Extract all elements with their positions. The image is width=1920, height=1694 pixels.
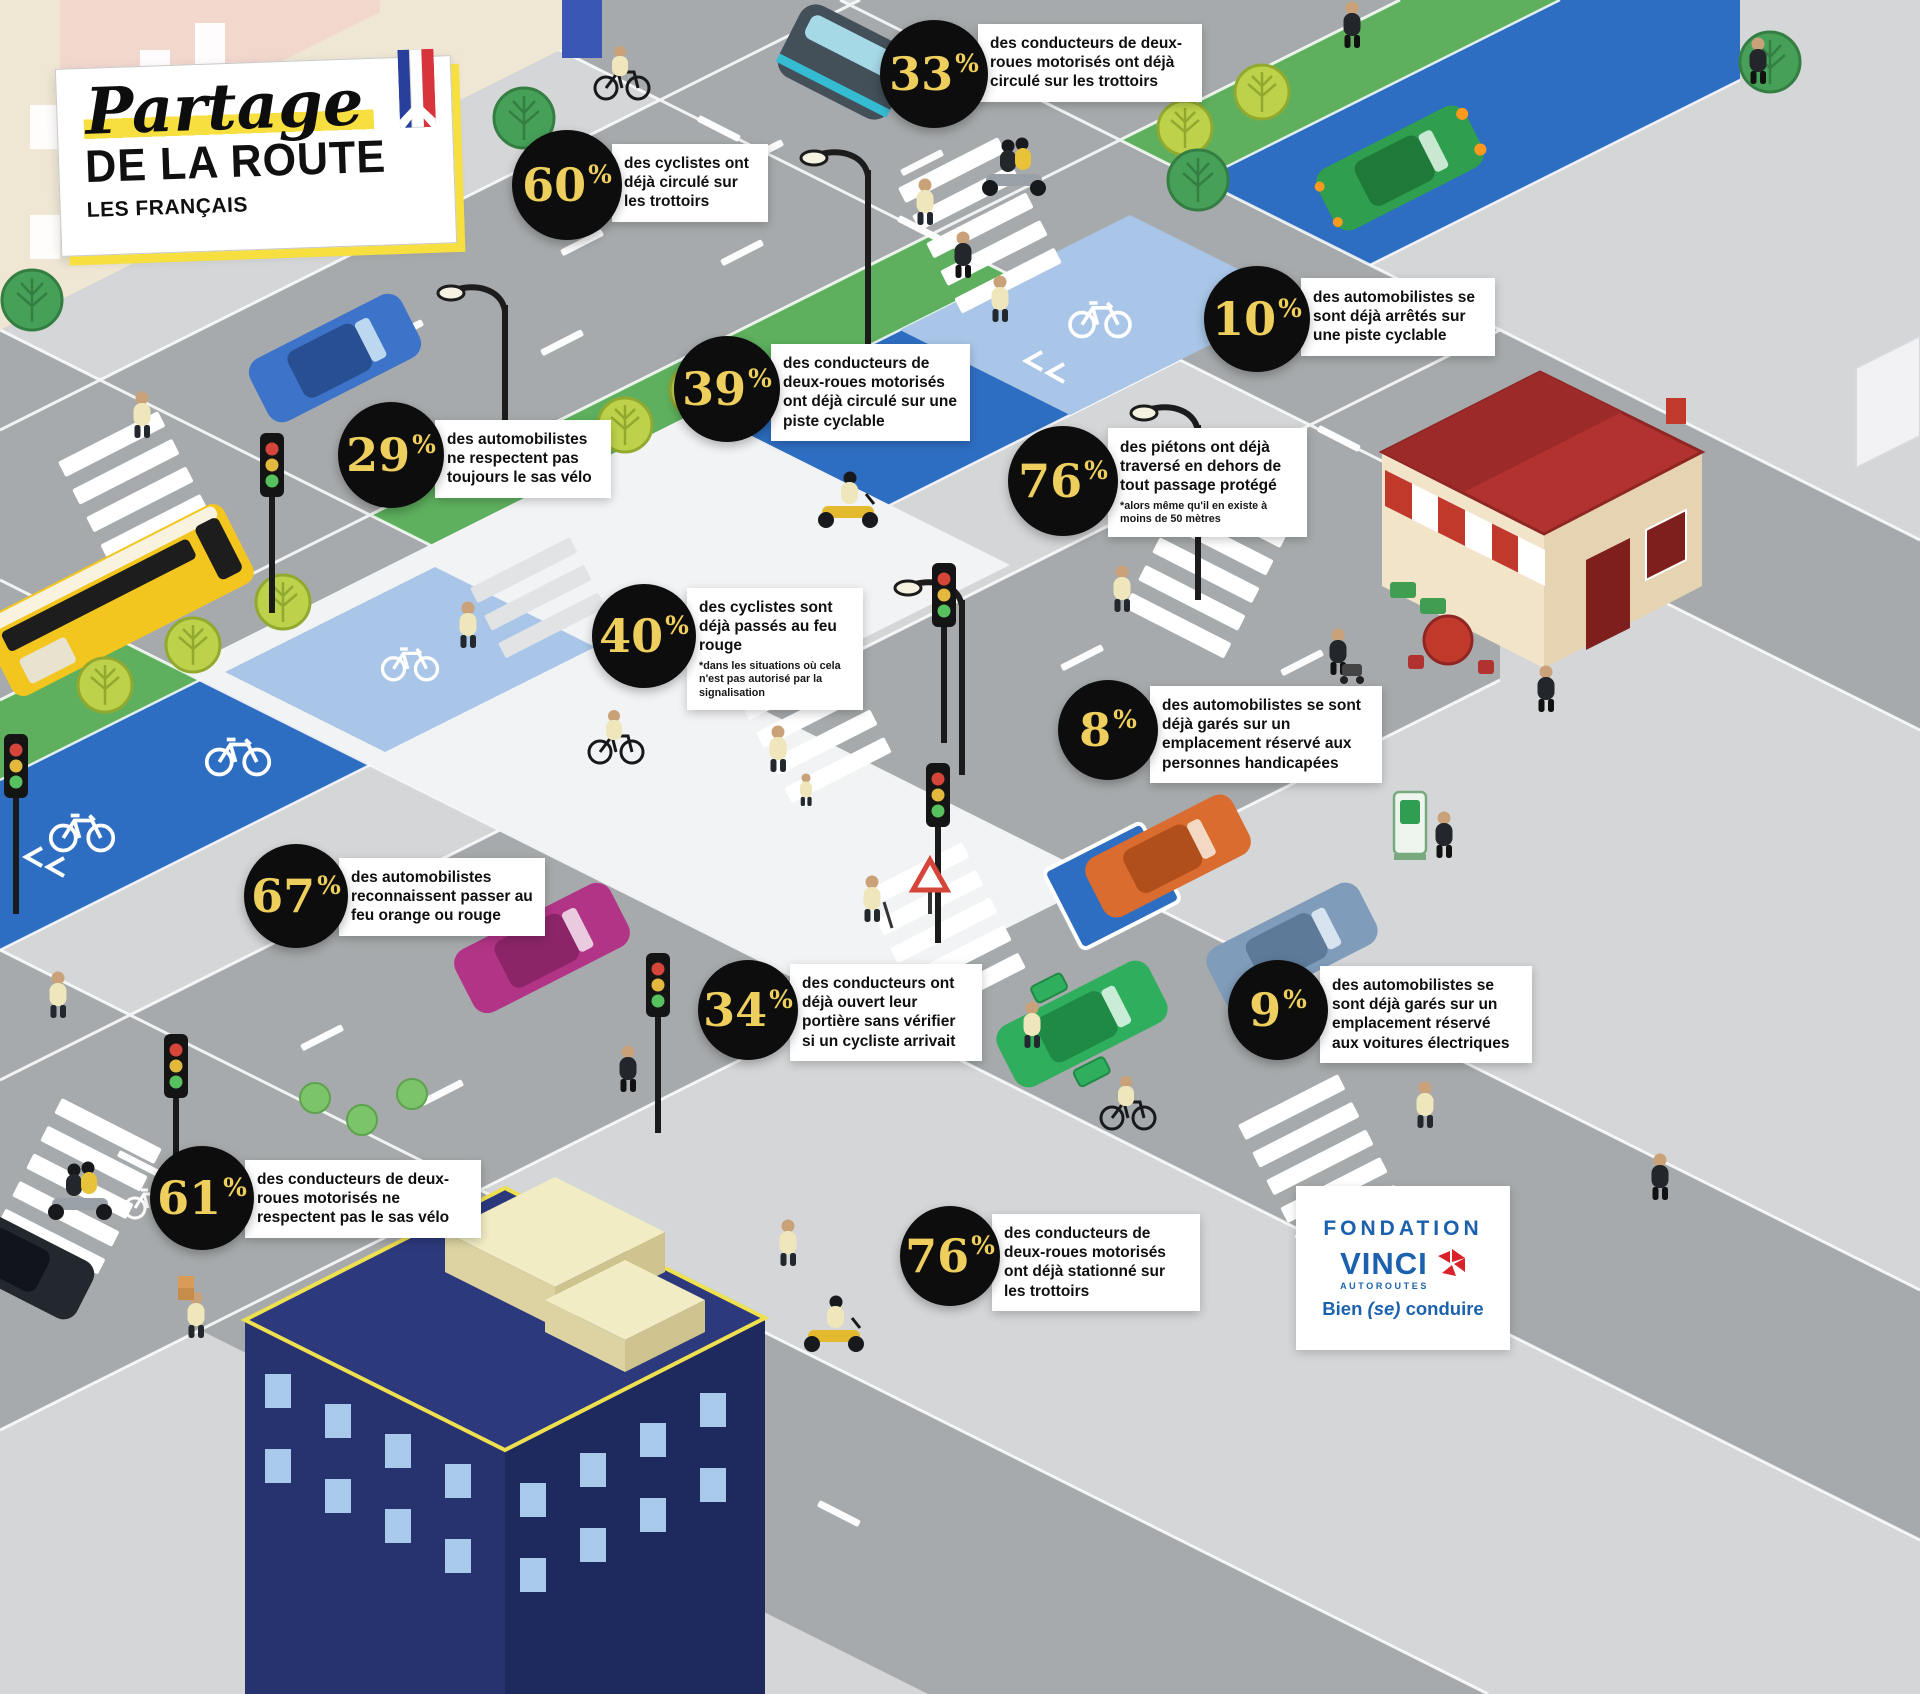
stat-bubble: 34% (698, 960, 798, 1060)
warning-sign-icon (908, 854, 952, 914)
vinci-brand: VINCI (1340, 1245, 1428, 1281)
stat-bubble: 10% (1204, 266, 1310, 372)
magenta-car-icon (454, 882, 630, 1014)
walking-cane (882, 901, 894, 929)
stat-value: 60 (522, 158, 587, 212)
stat-bubble: 76% (1008, 426, 1118, 536)
stat-unit: % (1084, 455, 1108, 485)
stat-unit: % (588, 159, 612, 189)
street-furniture (4, 151, 1428, 1214)
fondation-vinci-logo-card: FONDATION VINCI AUTOROUTES Bien (se) con… (1296, 1186, 1510, 1350)
stat-text: des cyclistes sont déjà passés au feu ro… (699, 599, 837, 655)
green-car-on-bike-lane-icon (1314, 105, 1487, 231)
stat-bubble: 60% (512, 130, 622, 240)
vinci-logo-mark-icon (1437, 1248, 1465, 1276)
stat-unit: % (665, 610, 689, 640)
stat-unit: % (769, 984, 793, 1014)
vehicles (0, 4, 1487, 1320)
yellow-bus-icon (0, 503, 254, 697)
stat-bubble: 40% (592, 584, 696, 688)
stat-value: 61 (157, 1171, 222, 1225)
stat-value: 9 (1249, 983, 1282, 1037)
blue-door (562, 0, 602, 58)
stat-value: 39 (682, 362, 747, 416)
tagline-post: conduire (1400, 1297, 1484, 1319)
title-main: DE LA ROUTE (84, 131, 387, 193)
stat-text: des automobilistes se sont déjà arrêtés … (1313, 289, 1475, 345)
tagline-pre: Bien (1322, 1297, 1368, 1319)
french-flag-ribbon-icon (397, 48, 437, 134)
stat-unit: % (955, 48, 979, 78)
vinci-autoroutes-label: AUTOROUTES (1340, 1280, 1429, 1291)
ev-charging-station-icon (1392, 790, 1428, 860)
stat-value: 76 (1018, 454, 1083, 508)
stat-value: 33 (889, 47, 954, 101)
stat-bubble: 9% (1228, 960, 1328, 1060)
stat-bubble: 61% (150, 1146, 254, 1250)
stat-value: 76 (905, 1229, 970, 1283)
stat-bubble: 67% (244, 844, 348, 948)
stat-text: des conducteurs de deux-roues motorisés … (1004, 1225, 1166, 1300)
cafe-table (1422, 614, 1474, 666)
stat-text: des automobilistes reconnaissent passer … (351, 869, 533, 925)
stat-bubble: 8% (1058, 680, 1158, 780)
stat-unit: % (1283, 984, 1307, 1014)
pedestrians (48, 1, 1767, 1354)
stat-footnote: *dans les situations où cela n'est pas a… (699, 659, 841, 699)
stat-value: 40 (599, 609, 664, 663)
stat-unit: % (412, 429, 436, 459)
stroller-icon (1340, 664, 1364, 684)
stat-value: 67 (251, 869, 316, 923)
title-subtitle: LES FRANÇAIS (86, 193, 249, 222)
stat-value: 8 (1079, 703, 1112, 757)
stat-text: des conducteurs de deux-roues motorisés … (783, 355, 957, 430)
stat-text: des piétons ont déjà traversé en dehors … (1120, 439, 1282, 495)
stat-unit: % (1278, 293, 1302, 323)
fondation-label: FONDATION (1323, 1216, 1483, 1240)
stat-value: 29 (346, 428, 411, 482)
stat-unit: % (1113, 704, 1137, 734)
stat-text: des conducteurs ont déjà ouvert leur por… (802, 975, 956, 1050)
building-top-right (1855, 334, 1920, 470)
stat-text: des automobilistes se sont déjà garés su… (1162, 697, 1361, 772)
orange-car-icon (1085, 794, 1251, 918)
stat-value: 34 (703, 983, 768, 1037)
stat-unit: % (971, 1230, 995, 1260)
stat-text: des automobilistes se sont déjà garés su… (1332, 977, 1510, 1052)
stat-unit: % (748, 363, 772, 393)
stat-text: des conducteurs de deux-roues motorisés … (990, 35, 1183, 91)
stat-unit: % (223, 1172, 247, 1202)
stat-text: des conducteurs de deux-roues motorisés … (257, 1171, 450, 1227)
stat-text: des automobilistes ne respectent pas tou… (447, 431, 592, 487)
stat-value: 10 (1212, 292, 1277, 346)
stat-bubble: 39% (674, 336, 780, 442)
stat-footnote: *alors même qu'il en existe à moins de 5… (1120, 499, 1268, 526)
stat-text: des cyclistes ont déjà circulé sur les t… (624, 155, 749, 211)
dark-car-icon (0, 1204, 95, 1320)
cafe (1378, 370, 1706, 674)
title-card: Partage DE LA ROUTE LES FRANÇAIS (54, 48, 458, 257)
delivery-box (178, 1276, 194, 1288)
green-car-open-doors-icon (996, 960, 1168, 1088)
stat-unit: % (317, 870, 341, 900)
delivery-box (178, 1288, 194, 1300)
building-bottom-navy (240, 1177, 770, 1694)
vinci-tagline: Bien (se) conduire (1322, 1298, 1483, 1320)
stat-bubble: 33% (880, 20, 988, 128)
stat-bubble: 76% (900, 1206, 1000, 1306)
tagline-se: (se) (1367, 1297, 1401, 1319)
autonomous-shuttle-icon (775, 4, 913, 120)
blue-car-icon (248, 293, 422, 423)
stat-bubble: 29% (338, 402, 444, 508)
